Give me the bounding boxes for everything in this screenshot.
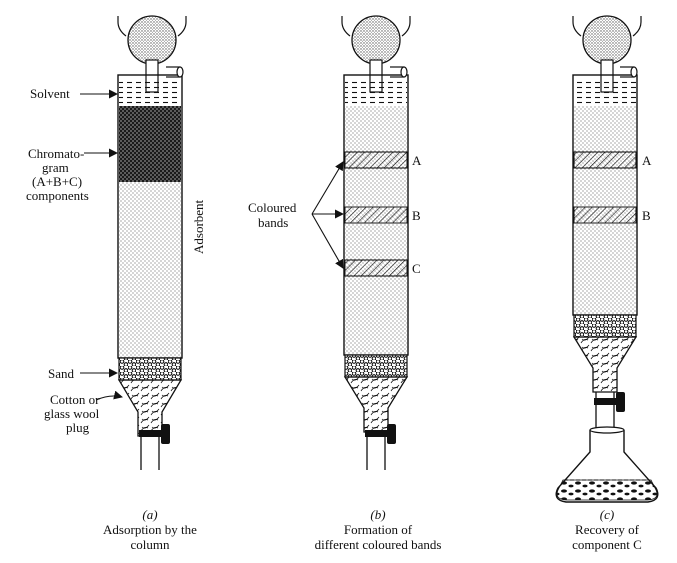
- panel-c-labels: A B: [642, 153, 652, 223]
- conical-flask: [555, 426, 659, 503]
- band-c-b: [344, 259, 408, 277]
- label-sand: Sand: [48, 366, 75, 381]
- chromatogram-band-a: [119, 106, 181, 182]
- caption-c-letter: (c): [600, 507, 614, 522]
- glass-wool-plug-c: [572, 336, 638, 393]
- glass-wool-plug-b: [343, 376, 409, 433]
- solvent-layer-c: [574, 80, 636, 106]
- side-tube-b: [390, 66, 408, 78]
- sand-layer-a: [118, 357, 182, 381]
- caption-b-letter: (b): [370, 507, 385, 522]
- caption-c-line1: Recovery of: [575, 522, 640, 537]
- label-adsorbent: Adsorbent: [191, 199, 206, 254]
- caption-c: (c) Recovery of component C: [572, 507, 642, 552]
- solvent-layer-b: [345, 80, 407, 106]
- label-solvent: Solvent: [30, 86, 70, 101]
- caption-a-letter: (a): [142, 507, 157, 522]
- label-coloured-bands-2: bands: [258, 215, 288, 230]
- column-a: [117, 15, 187, 470]
- stopcock-a: [139, 424, 170, 444]
- side-tube-c: [620, 66, 638, 78]
- panel-a-labels: Solvent Chromato- gram (A+B+C) component…: [26, 86, 206, 435]
- solvent-layer-a: [119, 80, 181, 106]
- stopcock-b: [365, 424, 396, 444]
- column-c: [555, 15, 659, 503]
- band-label-a-c: A: [642, 153, 652, 168]
- sand-layer-c: [573, 314, 637, 338]
- caption-a: (a) Adsorption by the column: [103, 507, 197, 552]
- caption-b: (b) Formation of different coloured band…: [315, 507, 442, 552]
- label-chromatogram-2: gram: [42, 160, 69, 175]
- caption-b-line1: Formation of: [344, 522, 413, 537]
- column-b: [341, 15, 411, 470]
- caption-a-line1: Adsorption by the: [103, 522, 197, 537]
- stopcock-c: [594, 392, 625, 412]
- band-b-c: [573, 206, 637, 224]
- band-label-b-b: B: [412, 208, 421, 223]
- label-plug-3: plug: [66, 420, 90, 435]
- label-plug-2: glass wool: [44, 406, 100, 421]
- band-label-a-b: A: [412, 153, 422, 168]
- band-label-b-c: B: [642, 208, 651, 223]
- band-a-c: [573, 151, 637, 169]
- label-coloured-bands-1: Coloured: [248, 200, 297, 215]
- panel-b-labels: A B C Coloured bands: [248, 153, 422, 276]
- label-chromatogram-3: (A+B+C): [32, 174, 82, 189]
- label-chromatogram-1: Chromato-: [28, 146, 84, 161]
- collected-component-c: [556, 479, 658, 501]
- adsorbent-a: [119, 182, 181, 358]
- glass-wool-plug-a: [117, 379, 183, 437]
- band-label-c-b: C: [412, 261, 421, 276]
- caption-a-line2: column: [131, 537, 170, 552]
- caption-b-line2: different coloured bands: [315, 537, 442, 552]
- adsorbent-b: [345, 106, 407, 355]
- caption-c-line2: component C: [572, 537, 642, 552]
- label-chromatogram-4: components: [26, 188, 89, 203]
- sand-layer-b: [344, 354, 408, 378]
- side-tube-a: [166, 66, 184, 78]
- band-a-b: [344, 151, 408, 169]
- label-plug-1: Cotton or: [50, 392, 100, 407]
- band-b-b: [344, 206, 408, 224]
